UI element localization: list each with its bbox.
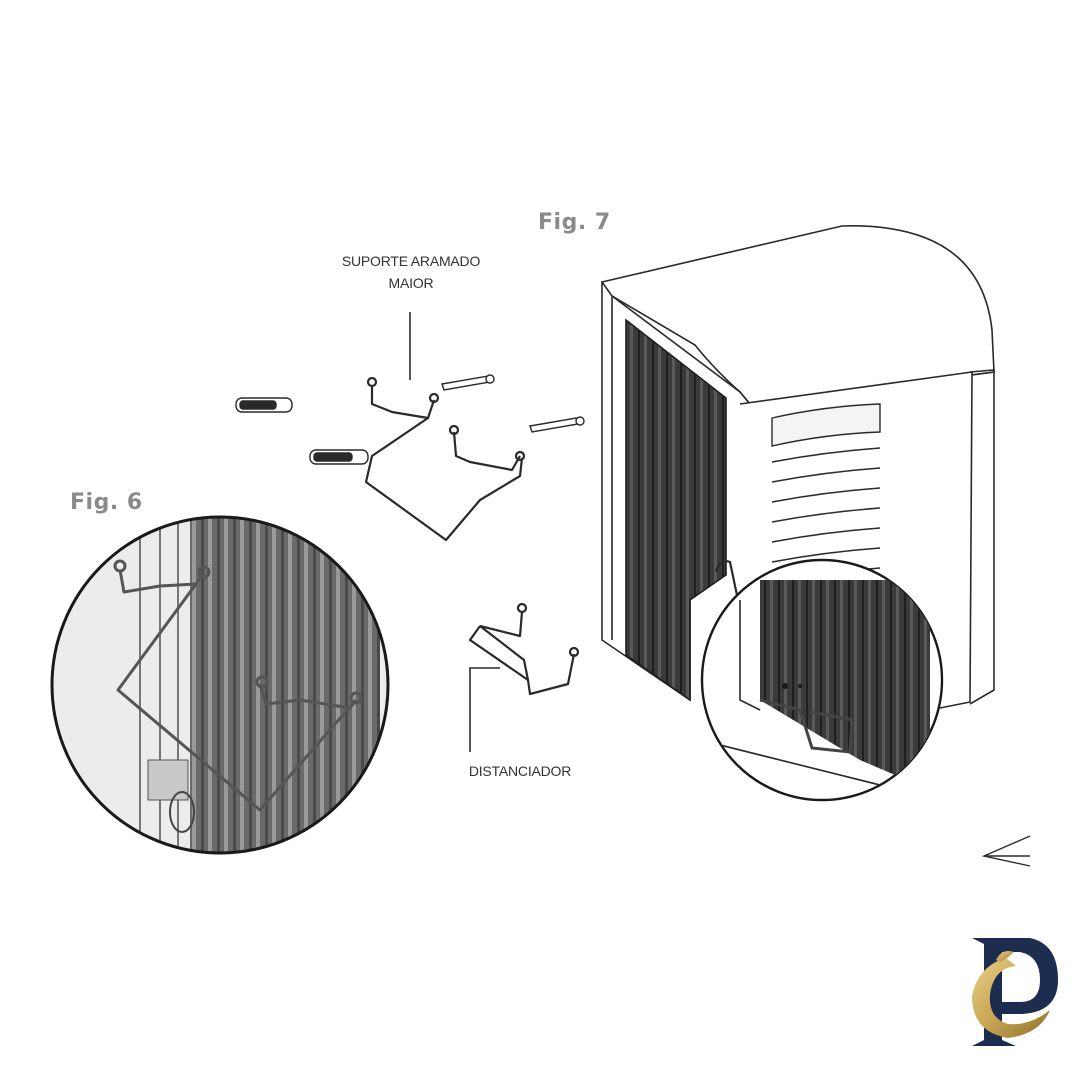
unit-top-cover [600, 225, 995, 405]
callout-suporte-aramado-maior: SUPORTE ARAMADO MAIOR [330, 250, 492, 294]
callout-distanciador: DISTANCIADOR [468, 763, 572, 779]
unit-bracket [714, 560, 740, 601]
anchor-plug-1 [235, 397, 293, 413]
cp-monogram-logo [972, 938, 1058, 1046]
fig6-zoom-detail [50, 515, 390, 855]
fig6-bracket-wire [113, 559, 363, 812]
fig7-zoom-detail [700, 558, 944, 802]
distanciador-wire [468, 602, 580, 696]
screw-top [441, 374, 495, 391]
anchor-plug-2 [309, 449, 369, 465]
leader-distanciador [469, 667, 500, 752]
unit-louvres [771, 403, 881, 583]
arrow-icon [981, 835, 1031, 867]
fig6-label: Fig. 6 [70, 490, 143, 515]
fig7-zoom-spacer-wire [759, 698, 854, 754]
screw-right [529, 416, 585, 433]
callout-suporte-line1: SUPORTE ARAMADO [341, 253, 481, 269]
unit-coil-face [625, 318, 727, 702]
suporte-aramado-maior-wire [364, 376, 526, 542]
unit-body-rightface [969, 369, 995, 705]
fig7-label: Fig. 7 [538, 210, 611, 235]
callout-suporte-line2: MAIOR [388, 275, 434, 291]
